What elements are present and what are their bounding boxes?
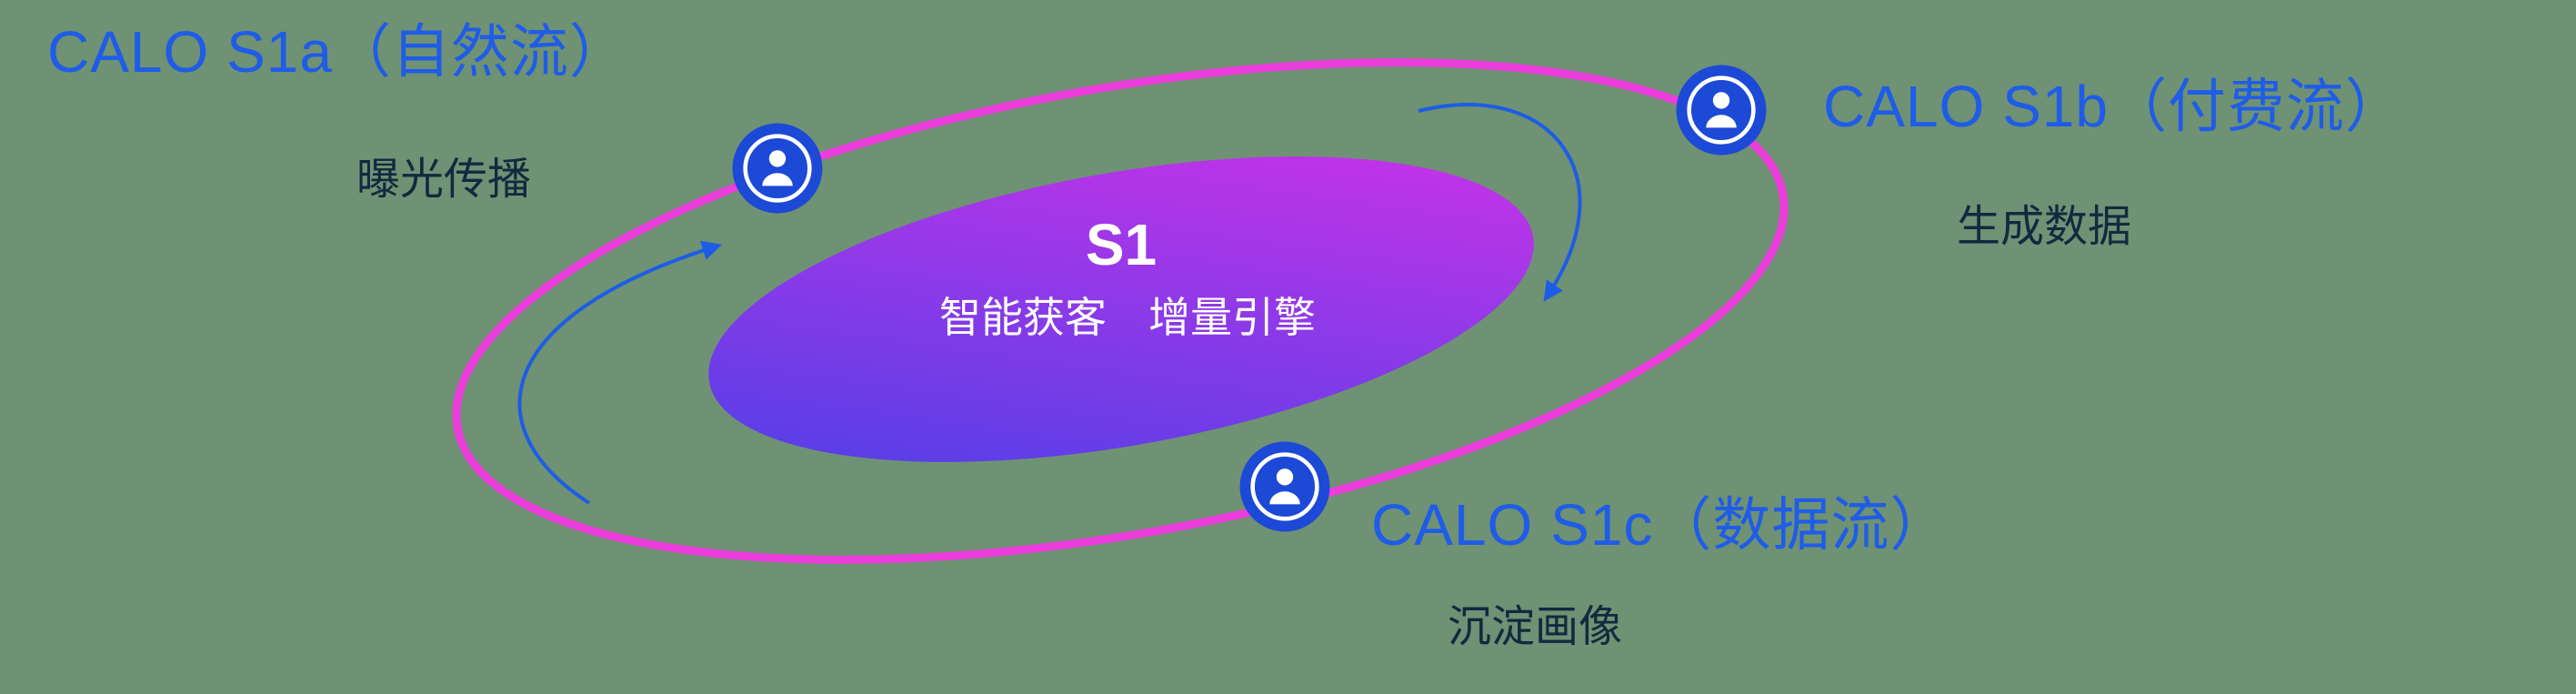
- core-ellipse: [708, 156, 1534, 462]
- core-label-group: S1 智能获客 增量引擎: [939, 212, 1316, 345]
- node-s1a-icon: [729, 120, 826, 221]
- flow-arrow-right: [1418, 103, 1582, 302]
- node-s1c-sublabel: 沉淀画像: [1448, 603, 1623, 651]
- orbit-ring: [452, 58, 1789, 564]
- node-s1a-label: CALO S1a（自然流）: [47, 19, 628, 85]
- node-s1b-label: CALO S1b（付费流）: [1823, 74, 2404, 139]
- node-s1c-label: CALO S1c（数据流）: [1371, 492, 1950, 558]
- user-icon: [1239, 441, 1330, 532]
- node-s1b-icon: [1673, 62, 1769, 163]
- flow-arrow-left: [517, 240, 723, 505]
- user-icon: [1676, 65, 1767, 156]
- core-title: S1: [1085, 212, 1158, 277]
- node-s1c-icon: [1237, 438, 1333, 539]
- node-s1b-sublabel: 生成数据: [1957, 203, 2132, 251]
- user-icon: [732, 123, 823, 214]
- node-s1a-sublabel: 曝光传播: [356, 156, 532, 204]
- core-subtitle: 智能获客 增量引擎: [939, 294, 1316, 342]
